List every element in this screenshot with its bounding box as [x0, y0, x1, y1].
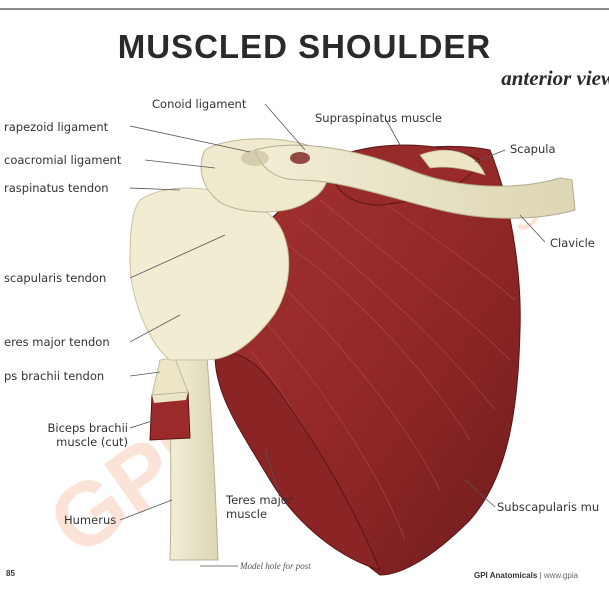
label-teres-major-tendon: eres major tendon	[4, 335, 110, 349]
brand-label: GPI Anatomicals	[474, 571, 537, 580]
brand-name: GPI Anatomicals | www.gpia	[474, 571, 578, 580]
label-biceps-brachii-tendon: ps brachii tendon	[4, 369, 104, 383]
brand-url: | www.gpia	[540, 571, 579, 580]
label-biceps-brachii-muscle-cut: muscle (cut)	[18, 435, 128, 449]
label-supraspinatus-tendon: raspinatus tendon	[4, 181, 109, 195]
label-biceps-brachii-muscle: Biceps brachii	[18, 421, 128, 435]
label-trapezoid-ligament: rapezoid ligament	[4, 120, 108, 134]
label-scapula: Scapula	[510, 142, 556, 156]
label-clavicle: Clavicle	[550, 236, 595, 250]
poster-subtitle: anterior view	[501, 66, 609, 91]
product-code: 85	[6, 569, 15, 578]
label-subscapularis-muscle: Subscapularis mu	[497, 500, 599, 514]
model-hole-note: Model hole for post	[240, 561, 311, 571]
label-subscapularis-tendon: scapularis tendon	[4, 271, 106, 285]
label-supraspinatus-muscle: Supraspinatus muscle	[315, 111, 442, 125]
poster-title: MUSCLED SHOULDER	[0, 28, 609, 66]
label-humerus: Humerus	[64, 513, 116, 527]
label-conoid-ligament: Conoid ligament	[152, 97, 246, 111]
label-coracoacromial-ligament: coacromial ligament	[4, 153, 121, 167]
label-teres-major-muscle-2: muscle	[226, 507, 267, 521]
label-teres-major-muscle-1: Teres major	[226, 493, 293, 507]
